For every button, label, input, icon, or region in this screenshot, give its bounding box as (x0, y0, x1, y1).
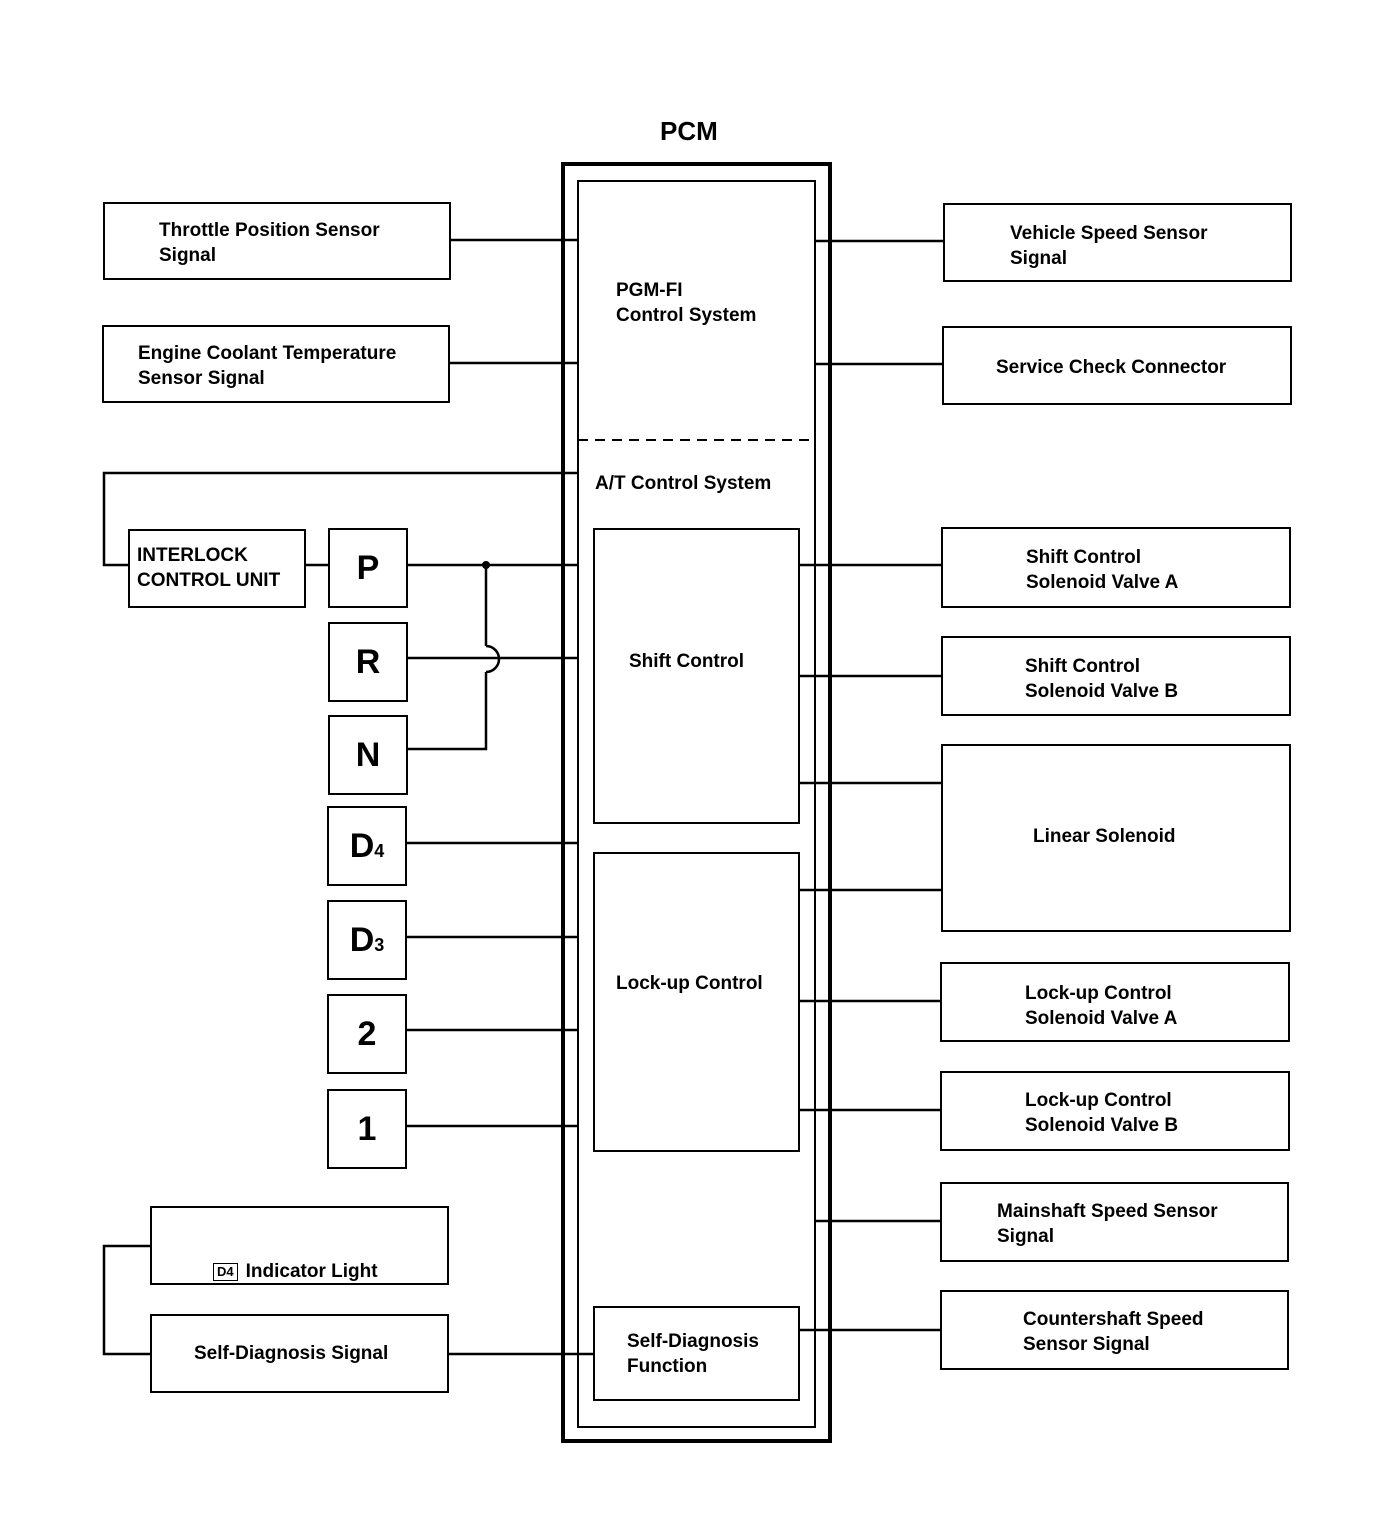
gear-r: R (328, 622, 408, 702)
wire-n (407, 672, 488, 751)
gear-n: N (328, 715, 408, 795)
wire-interlock-loop (102, 471, 578, 567)
self-diag-signal-box: Self-Diagnosis Signal (150, 1314, 449, 1393)
pcm-title: PCM (660, 116, 718, 146)
gear-p: P (328, 528, 408, 608)
gear-2-label: 2 (357, 1014, 377, 1053)
scsa-label: Shift Control Solenoid Valve A (1026, 547, 1179, 593)
indicator-label: Indicator Light (245, 1261, 378, 1282)
shift-control-block (593, 528, 800, 824)
junction-dot (482, 561, 490, 569)
self-diag-function-label: Self-Diagnosis Function (627, 1331, 759, 1377)
throttle-box: Throttle Position Sensor Signal (103, 202, 451, 280)
vss-label: Vehicle Speed Sensor Signal (1010, 223, 1208, 269)
indicator-label-row: D4 Indicator Light (213, 1234, 378, 1284)
pcm-inner-frame (577, 180, 816, 1428)
lcsa-label: Lock-up Control Solenoid Valve A (1025, 983, 1178, 1029)
gear-d3-label: D (349, 920, 375, 959)
at-system-label: A/T Control System (595, 473, 772, 494)
d4-indicator-icon: D4 (213, 1262, 238, 1281)
throttle-label: Throttle Position Sensor Signal (159, 220, 380, 266)
mss-box: Mainshaft Speed Sensor Signal (940, 1182, 1289, 1262)
css-box: Countershaft Speed Sensor Signal (940, 1290, 1289, 1370)
lockup-control-label: Lock-up Control (616, 973, 763, 994)
pcm-outer-frame (561, 162, 832, 1443)
wire-indicator-loop (102, 1244, 151, 1356)
gear-1: 1 (327, 1089, 407, 1169)
lcsa-box: Lock-up Control Solenoid Valve A (940, 962, 1290, 1042)
self-diag-function-block (593, 1306, 800, 1401)
linear-label: Linear Solenoid (1033, 826, 1176, 847)
interlock-box: INTERLOCK CONTROL UNIT (128, 529, 306, 608)
gear-r-label: R (355, 642, 381, 681)
css-label: Countershaft Speed Sensor Signal (1023, 1309, 1204, 1355)
gear-n-label: N (355, 735, 381, 774)
self-diag-signal-label: Self-Diagnosis Signal (194, 1343, 389, 1364)
scc-label: Service Check Connector (996, 357, 1227, 378)
gear-2: 2 (327, 994, 407, 1074)
scsb-box: Shift Control Solenoid Valve B (941, 636, 1291, 716)
scc-box: Service Check Connector (942, 326, 1292, 405)
indicator-box: D4 Indicator Light (150, 1206, 449, 1285)
interlock-label: INTERLOCK CONTROL UNIT (137, 545, 281, 591)
scsb-label: Shift Control Solenoid Valve B (1025, 656, 1179, 702)
gear-d3-sub: 3 (374, 934, 385, 955)
lcsb-label: Lock-up Control Solenoid Valve B (1025, 1090, 1179, 1136)
coolant-box: Engine Coolant Temperature Sensor Signal (102, 325, 450, 403)
linear-box: Linear Solenoid (941, 744, 1291, 932)
pgmfi-label: PGM-FI Control System (616, 280, 757, 326)
scsa-box: Shift Control Solenoid Valve A (941, 527, 1291, 608)
gear-1-label: 1 (357, 1109, 377, 1148)
mss-label: Mainshaft Speed Sensor Signal (997, 1201, 1218, 1247)
gear-d4-label: D (349, 826, 375, 865)
lcsb-box: Lock-up Control Solenoid Valve B (940, 1071, 1290, 1151)
coolant-label: Engine Coolant Temperature Sensor Signal (138, 343, 397, 389)
shift-control-label: Shift Control (629, 651, 745, 672)
gear-p-label: P (356, 548, 380, 587)
lockup-control-block (593, 852, 800, 1152)
vss-box: Vehicle Speed Sensor Signal (943, 203, 1292, 282)
gear-d4-sub: 4 (374, 840, 385, 861)
